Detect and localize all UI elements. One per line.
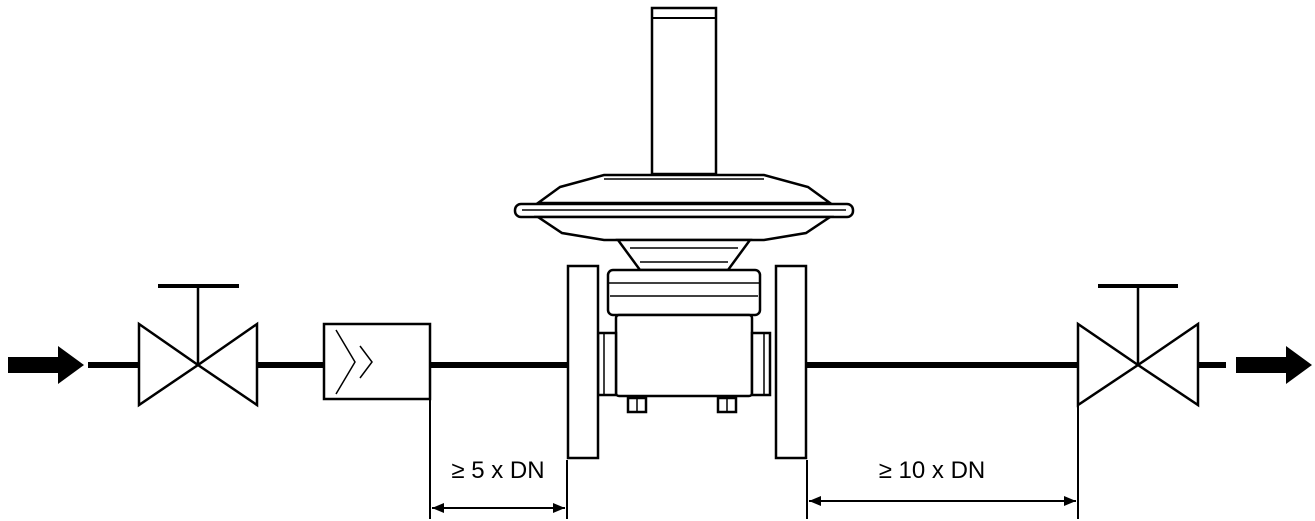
regulator-outlet-neck [750, 331, 772, 397]
regulator-inlet-neck [596, 331, 618, 397]
downstream-distance-dimension: ≥ 10 x DN [809, 457, 1076, 506]
regulator-body [614, 313, 754, 398]
regulator-body-top [606, 268, 762, 317]
strainer-icon [322, 322, 432, 401]
inlet-valve-icon [137, 284, 259, 408]
regulator-neck [615, 238, 753, 272]
upstream-distance-label: ≥ 5 x DN [451, 457, 544, 484]
pressure-regulator-icon [513, 6, 855, 460]
upstream-distance-dimension: ≥ 5 x DN [432, 457, 565, 513]
inlet-arrow-icon [8, 346, 84, 384]
downstream-distance-label: ≥ 10 x DN [879, 457, 986, 484]
regulator-inlet-flange [566, 264, 600, 460]
outlet-valve-icon [1076, 284, 1200, 408]
regulator-lower-cover [533, 215, 835, 242]
outlet-arrow-icon [1236, 346, 1312, 384]
regulator-spring-housing [650, 6, 718, 176]
dimension-extension-lines [429, 400, 1079, 519]
regulator-outlet-flange [774, 264, 808, 460]
